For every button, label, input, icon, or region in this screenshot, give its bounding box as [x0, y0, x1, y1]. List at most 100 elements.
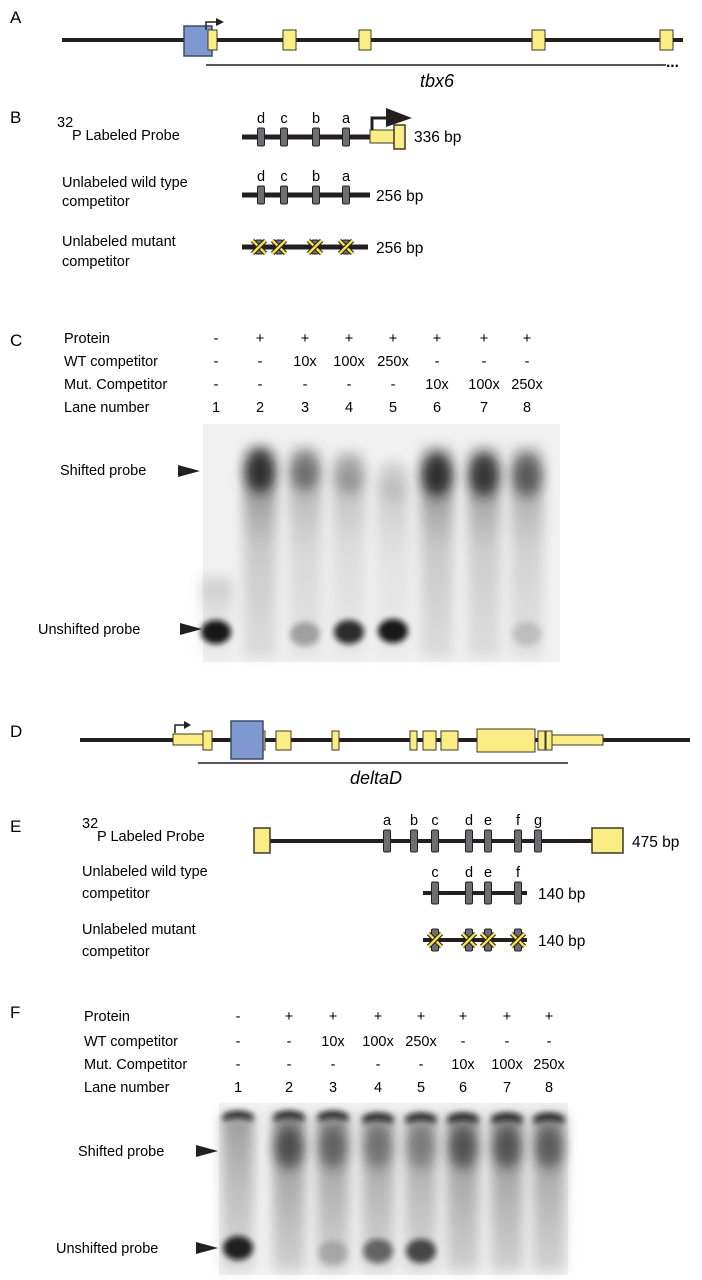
- binding-site: f: [514, 813, 522, 853]
- lane-cell: +: [545, 1009, 553, 1025]
- mut-e-label-2: competitor: [82, 944, 150, 960]
- lane-cell: +: [417, 1009, 425, 1025]
- lane-cell: +: [345, 331, 353, 347]
- tbx6-gene-name: tbx6: [420, 71, 455, 91]
- binding-site-box: [257, 127, 265, 147]
- lane-cell: -: [505, 1034, 510, 1050]
- binding-site-box: [312, 185, 320, 205]
- binding-site: a: [342, 111, 351, 147]
- binding-site: c: [280, 111, 288, 147]
- gel-lane: [511, 444, 543, 658]
- lane-cell: -: [236, 1057, 241, 1073]
- binding-site: [426, 928, 444, 952]
- binding-site-box: [383, 829, 391, 853]
- deltad-exon-5: [409, 730, 418, 751]
- deltad-utr-3: [551, 734, 604, 746]
- lane-cell: -: [525, 354, 530, 370]
- mut-b-label-2: competitor: [62, 254, 130, 270]
- binding-site-box: [312, 127, 320, 147]
- lane-cell: -: [461, 1034, 466, 1050]
- binding-site-label: d: [465, 865, 473, 881]
- lane-cell: 3: [329, 1080, 337, 1096]
- tbx6-exon-2: [282, 29, 297, 51]
- binding-site-label: c: [431, 865, 438, 881]
- binding-site: [460, 928, 478, 952]
- binding-site-label: f: [516, 865, 521, 881]
- lane-cell: -: [376, 1057, 381, 1073]
- probe-b-exon: [369, 129, 395, 144]
- lane-cell: -: [287, 1034, 292, 1050]
- binding-site: [250, 238, 268, 256]
- c-row-mut: Mut. Competitor: [64, 377, 167, 393]
- binding-site: b: [312, 169, 320, 205]
- c-shifted-arrow-icon: [178, 465, 200, 477]
- lane-cell: +: [523, 331, 531, 347]
- lane-cell: 4: [374, 1080, 382, 1096]
- tbx6-ellipsis: ...: [666, 54, 679, 71]
- lane-cell: 10x: [425, 377, 449, 393]
- lane-cell: 7: [503, 1080, 511, 1096]
- deltad-exon-3: [275, 730, 292, 751]
- panel-f: F Protein WT competitor Mut. Competitor …: [10, 1003, 568, 1275]
- gel-lane: [377, 459, 409, 658]
- lane-cell: -: [419, 1057, 424, 1073]
- probe-b-tss-arrow-icon: [370, 116, 388, 130]
- binding-site: b: [312, 111, 320, 147]
- binding-site: [270, 238, 288, 256]
- binding-site-label: d: [257, 111, 265, 127]
- binding-site: [479, 928, 497, 952]
- lane-cell: 2: [285, 1080, 293, 1096]
- deltad-exon-9: [537, 730, 546, 751]
- binding-site-box: [257, 185, 265, 205]
- lane-cell: -: [258, 354, 263, 370]
- deltad-highlight-box: [230, 720, 264, 760]
- binding-site: b: [410, 813, 418, 853]
- gel-lane: [289, 444, 321, 658]
- tbx6-exon-1: [207, 29, 218, 51]
- lane-cell: +: [329, 1009, 337, 1025]
- lane-cell: -: [482, 354, 487, 370]
- lane-cell: -: [214, 354, 219, 370]
- lane-cell: -: [214, 377, 219, 393]
- lane-cell: 10x: [451, 1057, 475, 1073]
- binding-site-label: d: [465, 813, 473, 829]
- gel-lane: [317, 1111, 349, 1271]
- wt-e-label-2: competitor: [82, 886, 150, 902]
- mutation-x-icon: [337, 238, 355, 256]
- gel-lane: [405, 1113, 437, 1271]
- lane-cell: 250x: [377, 354, 409, 370]
- probe-e-exon-left: [253, 827, 271, 854]
- lane-cell: -: [435, 354, 440, 370]
- binding-site: g: [534, 813, 542, 853]
- probe-e-sup: 32: [82, 816, 98, 832]
- binding-site: c: [431, 813, 439, 853]
- mutation-x-icon: [426, 931, 444, 949]
- deltad-arrowhead-icon: [184, 721, 191, 729]
- c-unshifted-label: Unshifted probe: [38, 622, 140, 638]
- binding-site-label: b: [312, 111, 320, 127]
- binding-site: f: [514, 865, 522, 905]
- lane-cell: +: [433, 331, 441, 347]
- mutation-x-icon: [509, 931, 527, 949]
- c-shifted-label: Shifted probe: [60, 463, 146, 479]
- binding-site-label: e: [484, 865, 492, 881]
- binding-site: [306, 238, 324, 256]
- binding-site-box: [514, 881, 522, 905]
- binding-site-label: c: [280, 169, 287, 185]
- lane-cell: +: [459, 1009, 467, 1025]
- deltad-exon-10: [545, 730, 553, 751]
- binding-site-box: [342, 185, 350, 205]
- lane-cell: 7: [480, 400, 488, 416]
- probe-b-exon-end: [393, 124, 406, 150]
- f-shifted-arrow-icon: [196, 1145, 218, 1157]
- f-unshifted-arrow-icon: [196, 1242, 218, 1254]
- binding-site-label: f: [516, 813, 521, 829]
- lane-cell: -: [391, 377, 396, 393]
- deltad-exon-8: [476, 728, 536, 753]
- panel-d: D deltaD: [10, 720, 690, 788]
- panel-a: A ... tbx6: [10, 8, 683, 91]
- gel-lane: [533, 1113, 565, 1271]
- lane-cell: -: [347, 377, 352, 393]
